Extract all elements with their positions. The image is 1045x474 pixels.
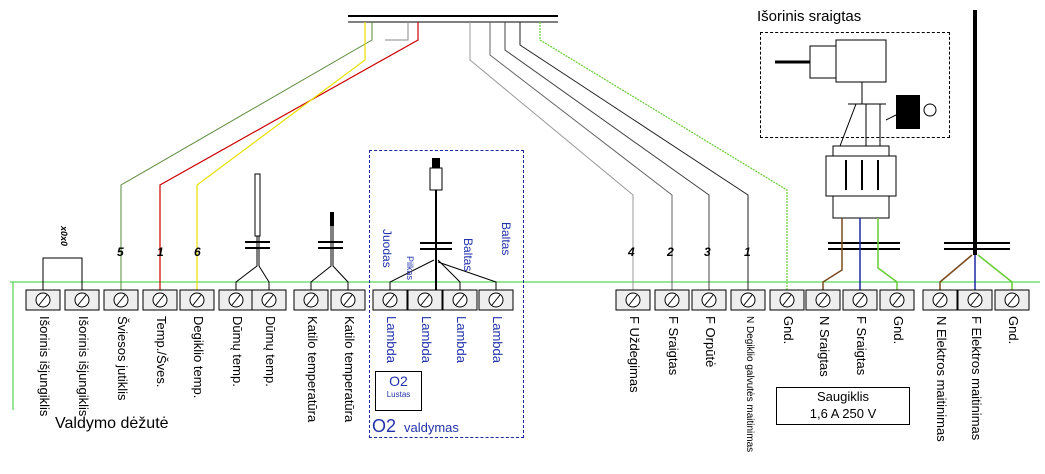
terminal-right-7 xyxy=(879,289,915,311)
terminal-label-left-1: Išorinis išjungiklis xyxy=(76,316,91,417)
terminal-label-right-6: F Sraigtas xyxy=(854,316,869,376)
wire-number: 3 xyxy=(704,245,711,259)
terminal-right-9 xyxy=(957,289,993,311)
control-box-label: Valdymo dėžutė xyxy=(55,415,169,432)
terminal-label-left-4: Degiklio temp. xyxy=(191,316,206,399)
wire-green-gnd xyxy=(539,22,788,290)
terminal-left-8 xyxy=(330,289,366,311)
terminal-right-2 xyxy=(691,289,727,311)
terminal-left-1 xyxy=(64,289,100,311)
wire-number: 5 xyxy=(117,245,124,259)
wire-number: 4 xyxy=(628,245,635,259)
fuse-title: Saugiklis xyxy=(816,389,870,404)
lambda-box xyxy=(369,150,524,438)
terminal-left-0 xyxy=(25,289,61,311)
terminal-left-3 xyxy=(142,289,178,311)
terminal-label-left-0: Išorinis išjungiklis xyxy=(37,316,52,417)
wire-gray-light xyxy=(385,22,409,41)
wire-red-1 xyxy=(159,22,419,290)
terminal-label-left-7: Katilo temperatūra xyxy=(305,316,320,423)
wire-number: 1 xyxy=(157,245,164,259)
terminal-label-right-3: N Degiklio galvutės maitinimas xyxy=(744,316,755,453)
o2-control-suffix: valdymas xyxy=(404,420,459,435)
terminal-left-2 xyxy=(103,289,139,311)
terminal-label-left-2: Šviesos jutiklis xyxy=(115,316,130,401)
terminal-lambda-2 xyxy=(442,289,478,311)
terminal-right-1 xyxy=(654,289,690,311)
wire-green-5 xyxy=(120,22,373,290)
o2-chip-title: O2 xyxy=(389,373,408,389)
terminal-label-left-6: Dūmų temp. xyxy=(263,316,278,387)
wire-4 xyxy=(469,22,634,290)
boiler-sensor xyxy=(330,212,334,226)
terminal-label-left-5: Dūmų temp. xyxy=(230,316,245,387)
terminal-label-right-2: F Orpūtė xyxy=(703,316,718,368)
fuse-box: Saugiklis 1,6 A 250 V xyxy=(776,387,910,425)
wire-3 xyxy=(504,22,710,290)
terminal-left-4 xyxy=(179,289,215,311)
jumper xyxy=(42,257,83,290)
external-auger-title: Išorinis sraigtas xyxy=(757,8,862,25)
terminal-lambda-0 xyxy=(372,289,408,311)
terminal-label-right-4: Gnd. xyxy=(781,316,796,345)
external-auger-box xyxy=(760,32,950,138)
wire-number: 1 xyxy=(744,245,751,259)
wire-number: 2 xyxy=(667,245,674,259)
terminal-label-right-7: Gnd. xyxy=(891,316,906,345)
o2-chip: O2 Lustas xyxy=(375,371,422,411)
terminal-lambda-3 xyxy=(478,289,514,311)
terminal-right-3 xyxy=(730,289,766,311)
terminal-right-10 xyxy=(994,289,1030,311)
o2-control-prefix: O2 xyxy=(372,416,397,436)
terminal-lambda-1 xyxy=(407,289,443,311)
terminal-label-right-1: F Sraigtas xyxy=(666,316,681,376)
wire-1r xyxy=(519,22,749,290)
terminal-label-right-9: F Elektros maitinimas xyxy=(969,316,984,441)
auger-capacitor xyxy=(896,95,920,129)
terminal-label-right-8: N Elektros maitinimas xyxy=(934,316,949,442)
terminal-label-lambda-2: Lambda xyxy=(454,316,469,363)
terminal-label-lambda-3: Lambda xyxy=(490,316,505,363)
terminal-label-lambda-1: Lambda xyxy=(419,316,434,363)
terminal-right-4 xyxy=(769,289,805,311)
terminal-label-left-3: Temp./Šves. xyxy=(154,316,169,388)
wire-number: 6 xyxy=(194,245,201,259)
terminal-left-6 xyxy=(251,289,287,311)
terminal-label-right-0: F Uždegimas xyxy=(627,316,642,393)
terminal-right-8 xyxy=(922,289,958,311)
terminal-right-0 xyxy=(615,289,651,311)
terminal-right-6 xyxy=(842,289,878,311)
terminal-label-left-8: Katilo temperatūra xyxy=(342,316,357,423)
fuse-rating: 1,6 A 250 V xyxy=(809,406,877,421)
terminal-label-right-5: N Sraigtas xyxy=(817,316,832,377)
terminal-left-5 xyxy=(218,289,254,311)
wire-2 xyxy=(489,22,673,290)
wire-yellow-6 xyxy=(196,22,366,290)
terminal-label-right-10: Gnd. xyxy=(1006,316,1021,345)
terminal-label-lambda-0: Lambda xyxy=(384,316,399,363)
terminal-left-7 xyxy=(293,289,329,311)
terminal-right-5 xyxy=(805,289,841,311)
o2-chip-subtitle: Lustas xyxy=(386,390,411,399)
